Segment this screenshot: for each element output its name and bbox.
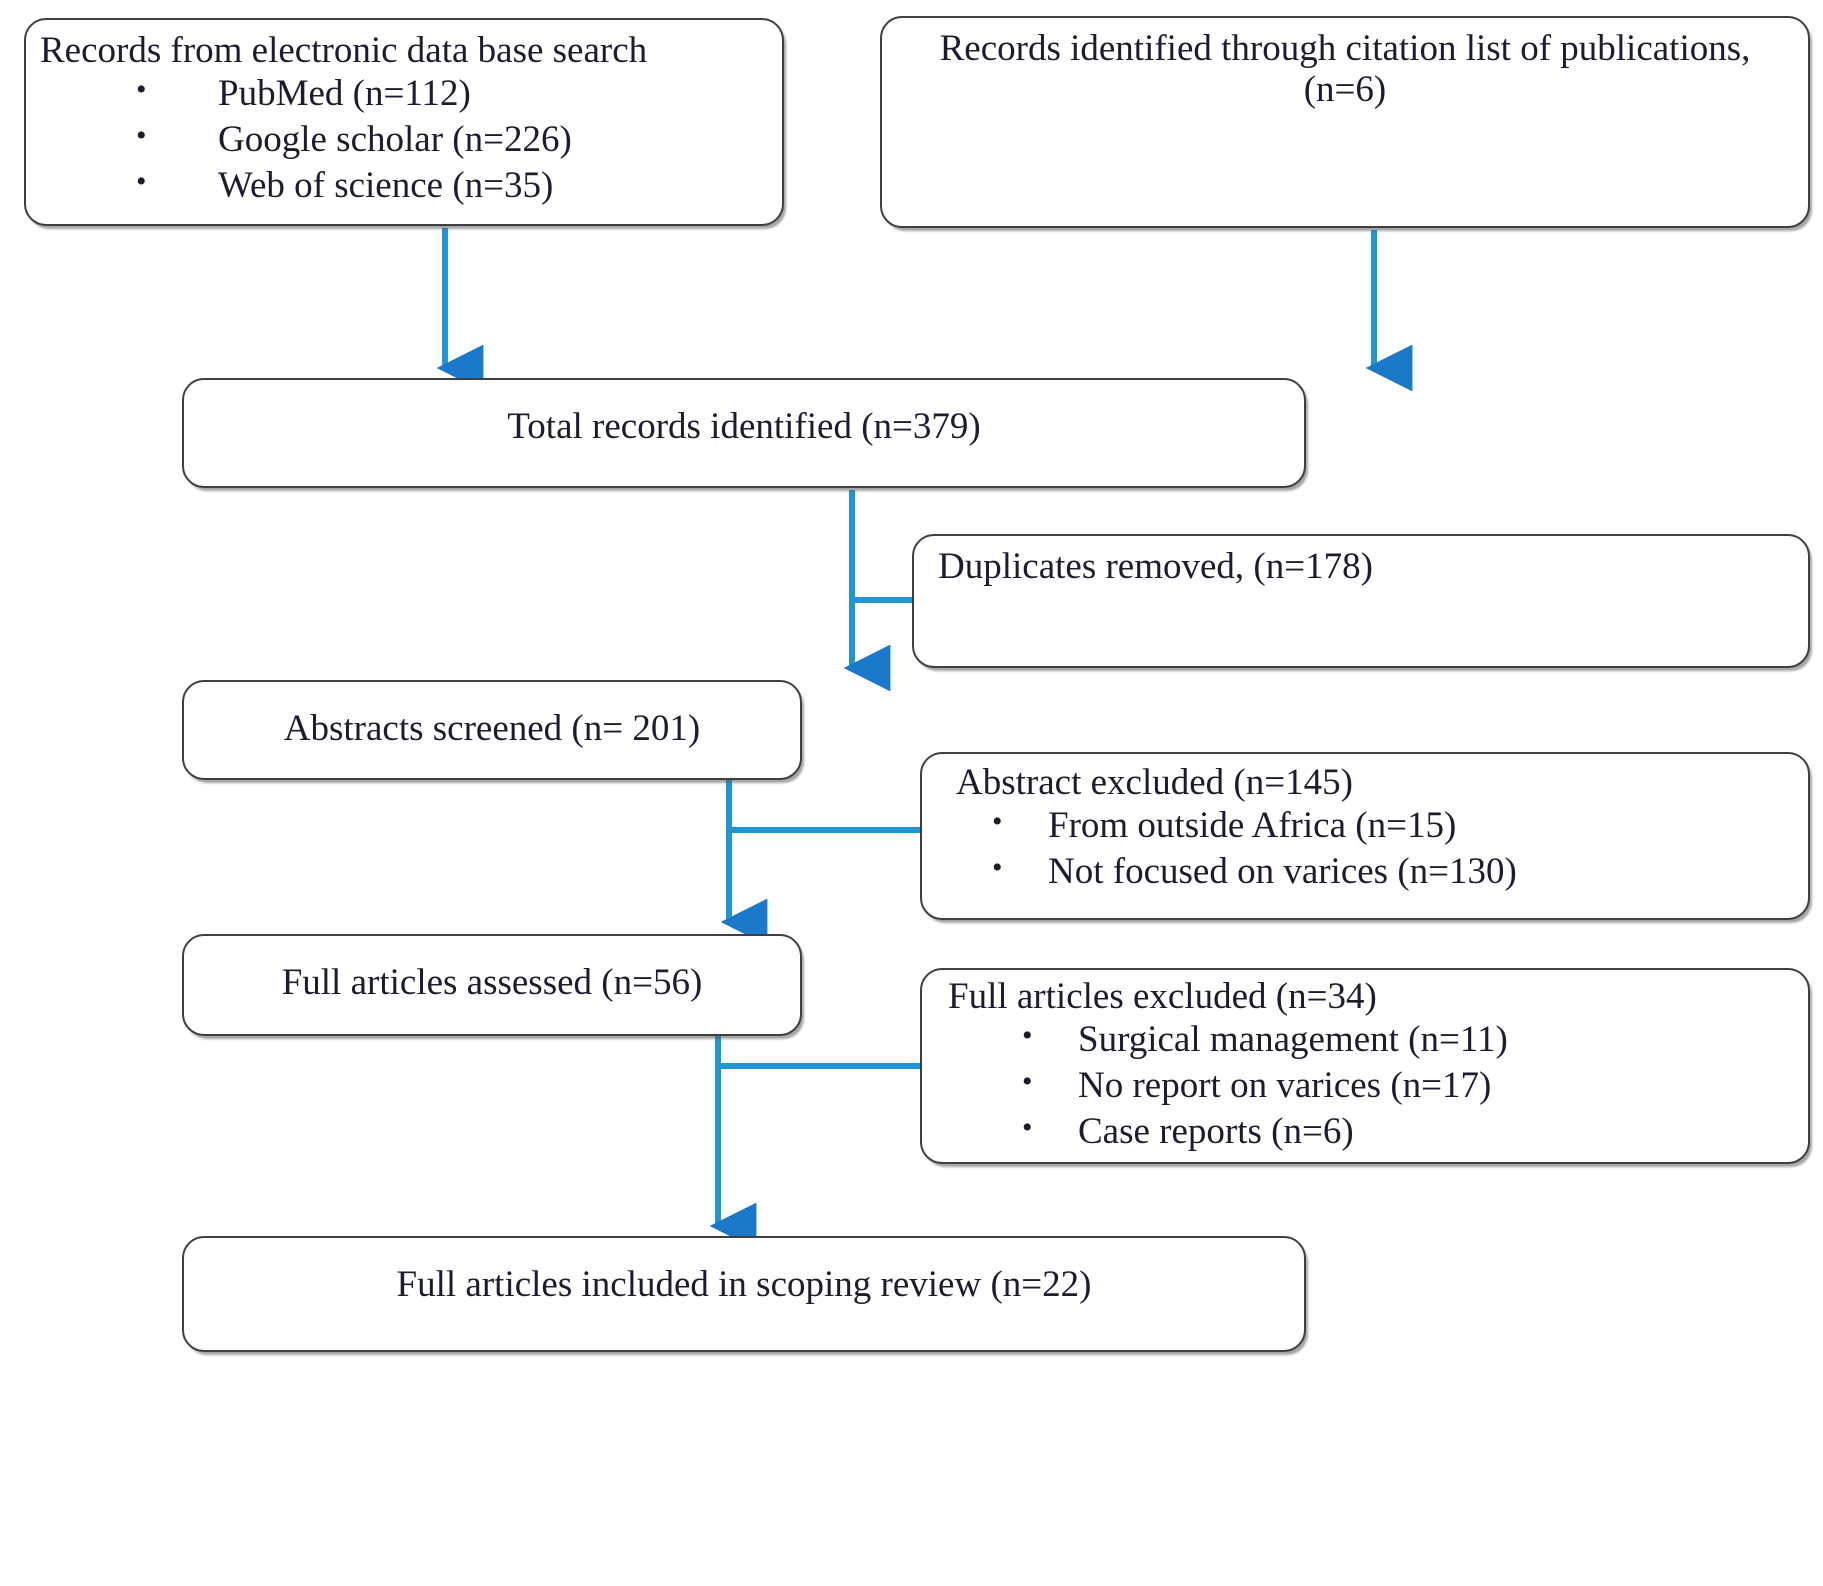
list-item: Not focused on varices (n=130) <box>992 849 1794 895</box>
box-database-search-title: Records from electronic data base search <box>40 30 648 71</box>
box-full-articles-included: Full articles included in scoping review… <box>182 1236 1306 1352</box>
box-total-records-title: Total records identified (n=379) <box>507 406 981 447</box>
box-full-articles-excluded-title: Full articles excluded (n=34) <box>948 976 1377 1017</box>
box-duplicates-removed-title: Duplicates removed, (n=178) <box>938 546 1373 587</box>
box-abstract-excluded-bullets: From outside Africa (n=15) Not focused o… <box>992 803 1794 895</box>
box-full-articles-included-title: Full articles included in scoping review… <box>396 1264 1092 1305</box>
box-database-search-bullets: PubMed (n=112) Google scholar (n=226) We… <box>136 71 768 209</box>
box-full-articles-excluded: Full articles excluded (n=34) Surgical m… <box>920 968 1810 1164</box>
list-item: Surgical management (n=11) <box>1022 1017 1794 1063</box>
list-item: No report on varices (n=17) <box>1022 1063 1794 1109</box>
box-abstracts-screened: Abstracts screened (n= 201) <box>182 680 802 780</box>
box-citation-list: Records identified through citation list… <box>880 16 1810 228</box>
list-item: Web of science (n=35) <box>136 163 768 209</box>
list-item: From outside Africa (n=15) <box>992 803 1794 849</box>
box-full-articles-assessed: Full articles assessed (n=56) <box>182 934 802 1036</box>
box-full-articles-excluded-bullets: Surgical management (n=11) No report on … <box>1022 1017 1794 1155</box>
box-database-search: Records from electronic data base search… <box>24 18 784 226</box>
box-abstract-excluded: Abstract excluded (n=145) From outside A… <box>920 752 1810 920</box>
box-total-records: Total records identified (n=379) <box>182 378 1306 488</box>
box-duplicates-removed: Duplicates removed, (n=178) <box>912 534 1810 668</box>
list-item: Case reports (n=6) <box>1022 1109 1794 1155</box>
list-item: Google scholar (n=226) <box>136 117 768 163</box>
box-abstract-excluded-title: Abstract excluded (n=145) <box>956 762 1353 803</box>
box-full-articles-assessed-title: Full articles assessed (n=56) <box>281 962 703 1003</box>
box-citation-list-title: Records identified through citation list… <box>939 28 1751 111</box>
box-abstracts-screened-title: Abstracts screened (n= 201) <box>283 708 701 749</box>
list-item: PubMed (n=112) <box>136 71 768 117</box>
